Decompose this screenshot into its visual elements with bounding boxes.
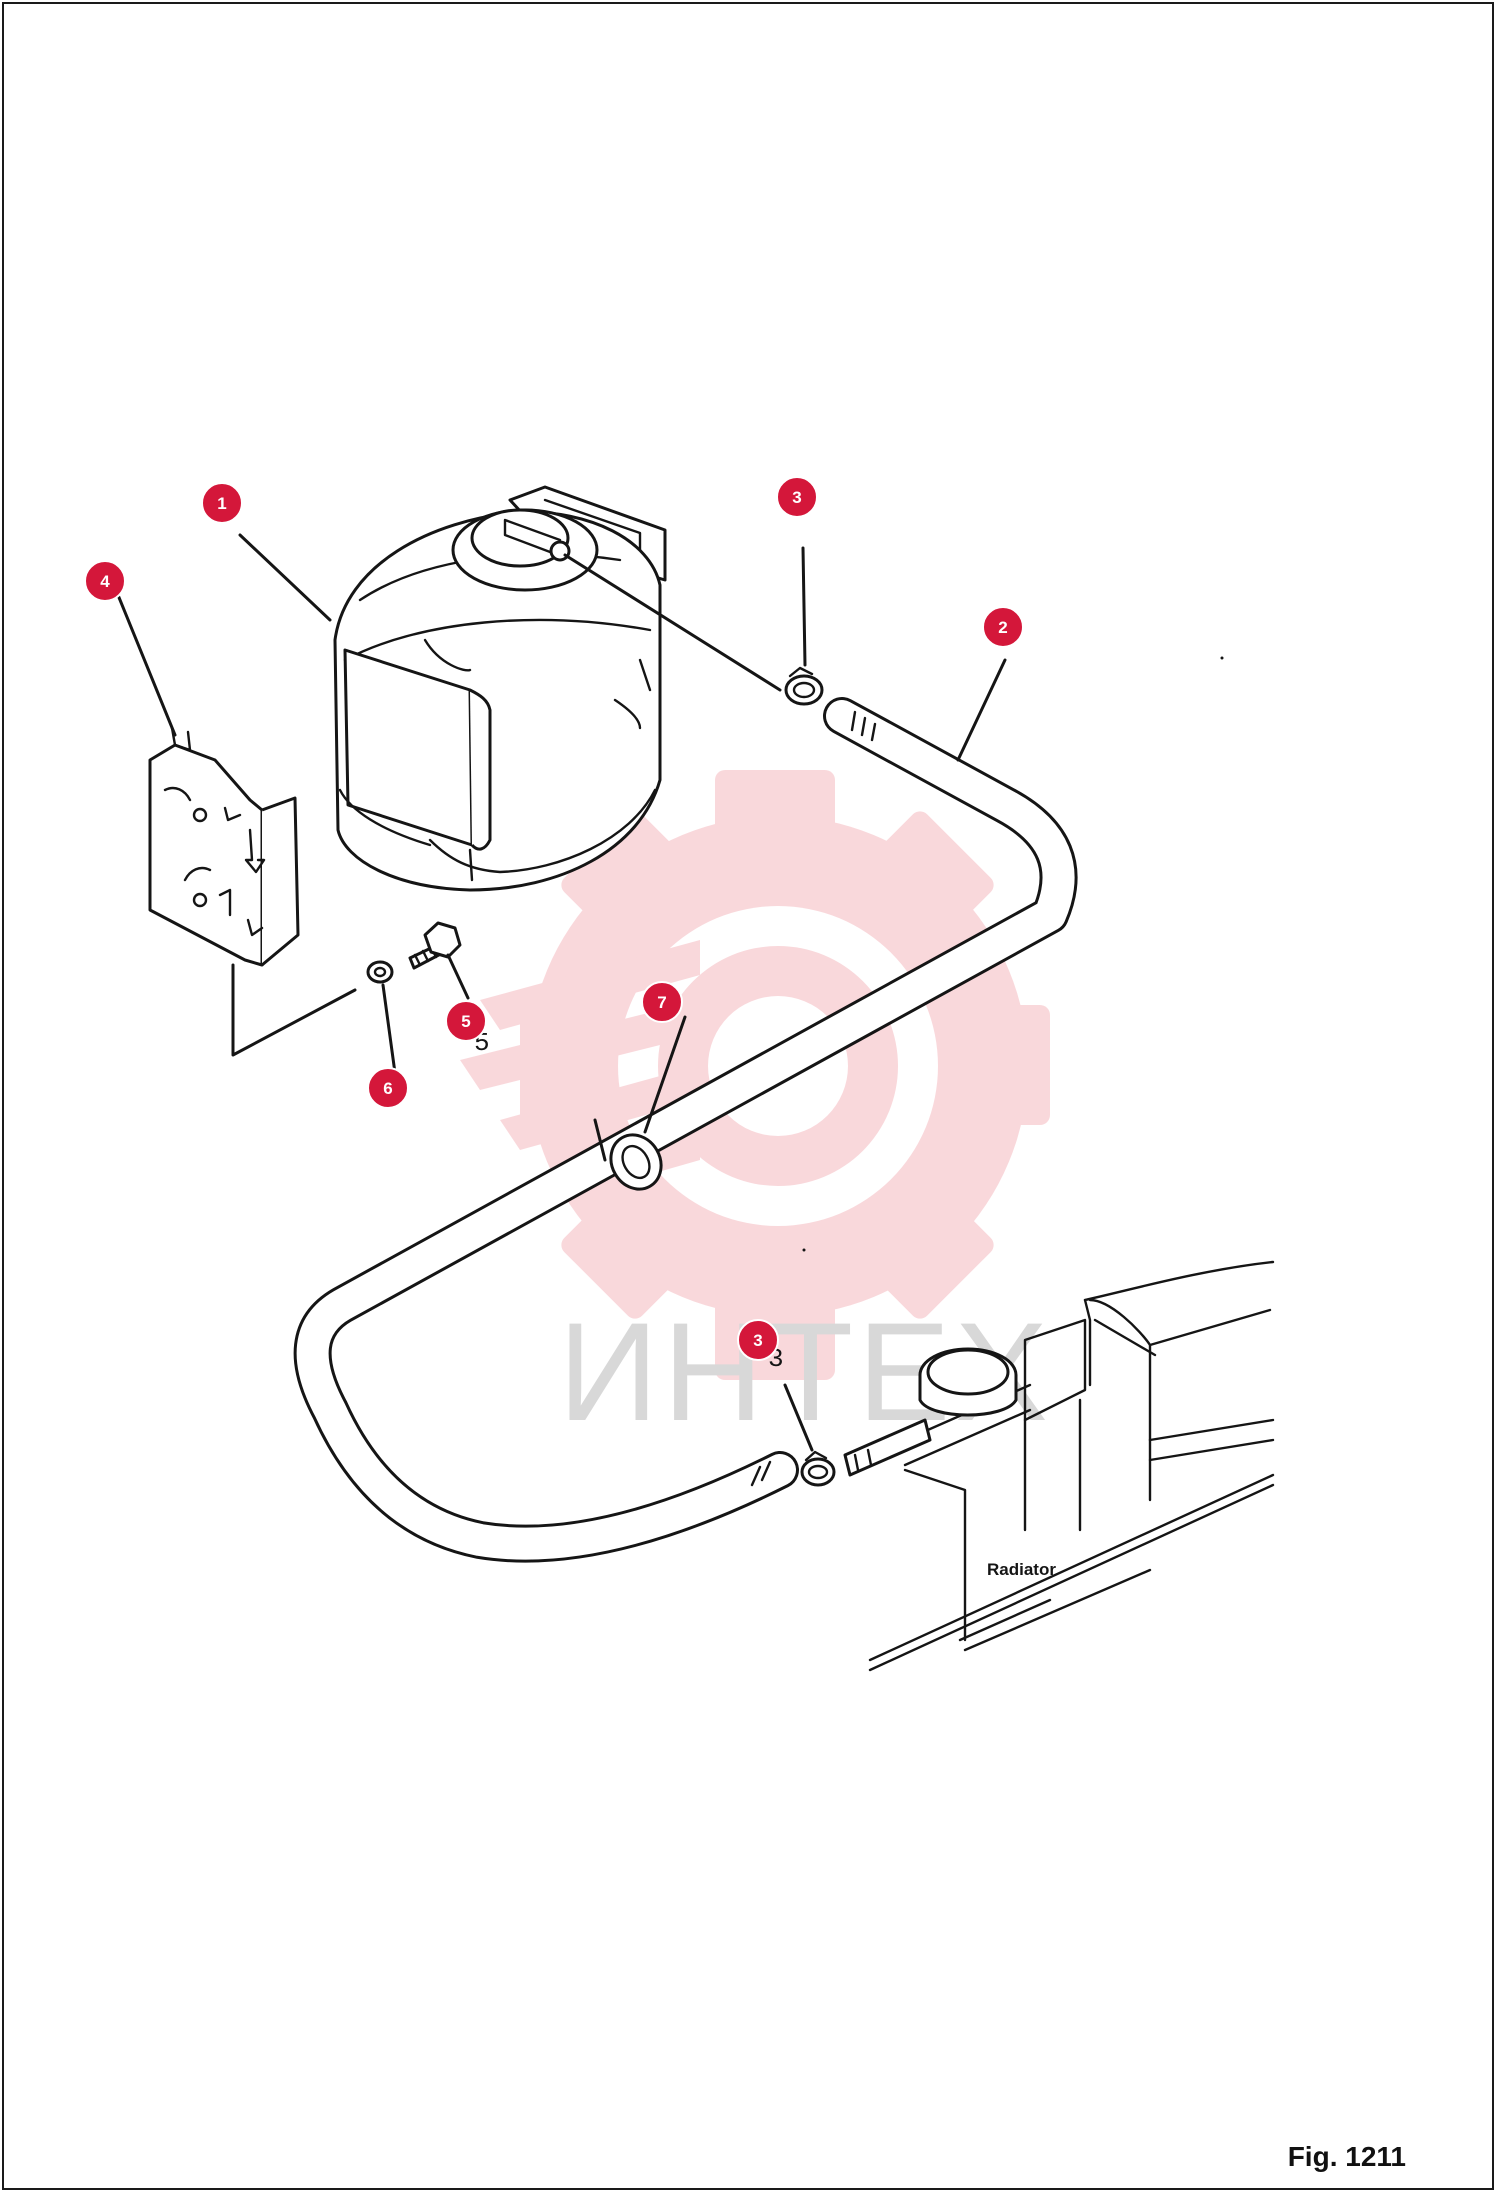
reservoir-tank xyxy=(333,485,782,892)
ring-leader xyxy=(643,1015,687,1134)
bracket-leader xyxy=(116,593,177,737)
tank-leader xyxy=(238,533,332,622)
callout-7[interactable]: 7 xyxy=(641,981,683,1023)
svg-text:7: 7 xyxy=(657,993,666,1012)
clamp-upper-leader xyxy=(801,546,807,667)
hose-clamp-lower xyxy=(800,1450,836,1487)
bolt-leader xyxy=(446,953,470,1000)
callout-3-lower[interactable]: 3 xyxy=(737,1319,779,1361)
hose-ring xyxy=(593,1118,663,1191)
figure-caption: Fig. 1211 xyxy=(1287,2141,1406,2172)
clamp-lower-leader xyxy=(783,1383,814,1452)
callout-3-upper[interactable]: 3 xyxy=(776,476,818,518)
hose-clamp-upper xyxy=(784,666,824,706)
svg-text:3: 3 xyxy=(753,1331,762,1350)
callout-2[interactable]: 2 xyxy=(982,606,1024,648)
svg-text:4: 4 xyxy=(100,572,110,591)
radiator xyxy=(843,1260,1275,1672)
callout-4[interactable]: 4 xyxy=(84,560,126,602)
callout-6[interactable]: 6 xyxy=(367,1067,409,1109)
washer xyxy=(366,960,394,984)
svg-text:3: 3 xyxy=(792,488,801,507)
svg-text:6: 6 xyxy=(383,1079,392,1098)
mounting-bracket xyxy=(148,726,357,1057)
bolt xyxy=(408,921,462,970)
svg-text:2: 2 xyxy=(998,618,1007,637)
callout-5[interactable]: 5 xyxy=(445,1000,487,1042)
svg-text:5: 5 xyxy=(461,1012,470,1031)
radiator-label: Radiator xyxy=(987,1560,1056,1579)
hose-leader xyxy=(956,658,1007,762)
svg-text:1: 1 xyxy=(217,494,226,513)
overflow-hose xyxy=(293,697,1078,1563)
callout-1[interactable]: 1 xyxy=(201,482,243,524)
